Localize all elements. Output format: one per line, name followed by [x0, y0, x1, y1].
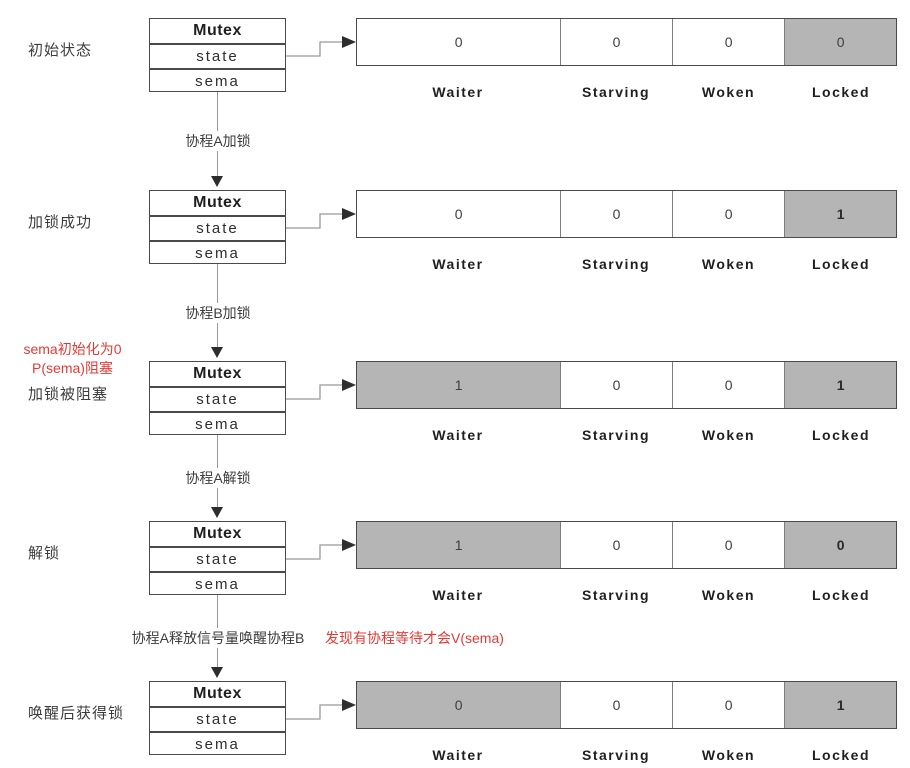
- mutex-title: Mutex: [193, 685, 242, 702]
- state-cell-starving: 0: [560, 522, 672, 568]
- column-label-waiter: Waiter: [432, 84, 484, 100]
- transition-annotation: 发现有协程等待才会V(sema): [325, 630, 504, 646]
- column-label-locked: Locked: [811, 256, 870, 272]
- connector-arrow-icon: [286, 36, 356, 57]
- connector-arrow-icon: [286, 379, 356, 400]
- annotation-note-line: P(sema)阻塞: [32, 360, 113, 376]
- state-cell-waiter: 0: [454, 34, 463, 50]
- state-to-table-arrow: [280, 697, 360, 725]
- mutex-title: Mutex: [193, 525, 242, 542]
- mutex-field-state: state: [150, 386, 285, 411]
- annotation-note-line: sema初始化为0: [23, 341, 122, 357]
- arrow-down-icon: [211, 176, 223, 187]
- mutex-field-state: state: [150, 43, 285, 68]
- state-cell-locked: 0: [784, 522, 896, 568]
- column-label-starving: Starving: [581, 256, 650, 272]
- state-to-table-arrow: [280, 206, 360, 234]
- mutex-title: Mutex: [193, 194, 242, 211]
- state-to-table-arrow: [280, 377, 360, 405]
- state-cell-woken: 0: [671, 522, 785, 568]
- state-cell-woken: 0: [671, 682, 785, 728]
- transition-label: 协程A解锁: [181, 468, 255, 488]
- mutex-title: Mutex: [193, 365, 242, 382]
- mutex-field-state: state: [150, 546, 285, 571]
- row-label: 初始状态: [28, 42, 93, 59]
- row-label: 加锁成功: [28, 214, 93, 231]
- column-label-waiter: Waiter: [432, 256, 484, 272]
- column-label-waiter: Waiter: [432, 747, 484, 763]
- state-cell-starving: 0: [560, 19, 672, 65]
- column-label-woken: Woken: [701, 256, 756, 272]
- column-label-locked: Locked: [811, 587, 870, 603]
- column-label-starving: Starving: [581, 747, 650, 763]
- state-cell-woken: 0: [671, 362, 785, 408]
- arrow-down-icon: [211, 667, 223, 678]
- state-cell-waiter: 1: [357, 522, 561, 568]
- state-cell-locked: 1: [784, 191, 896, 237]
- row-label: 解锁: [28, 545, 61, 562]
- state-cell-waiter: 0: [357, 682, 561, 728]
- state-cell-starving: 0: [560, 362, 672, 408]
- column-label-starving: Starving: [581, 84, 650, 100]
- connector-arrow-icon: [286, 699, 356, 720]
- row-label: 唤醒后获得锁: [28, 705, 125, 722]
- column-label-woken: Woken: [701, 587, 756, 603]
- state-cell-waiter: 1: [357, 362, 561, 408]
- column-label-locked: Locked: [811, 747, 870, 763]
- mutex-field-sema: sema: [150, 411, 285, 436]
- mutex-field-sema: sema: [150, 240, 285, 265]
- column-label-waiter: Waiter: [432, 587, 484, 603]
- mutex-field-sema: sema: [150, 571, 285, 596]
- mutex-title: Mutex: [193, 22, 242, 39]
- state-cell-locked: 1: [784, 362, 896, 408]
- state-to-table-arrow: [280, 537, 360, 565]
- arrow-down-icon: [211, 507, 223, 518]
- state-cell-locked: 1: [784, 682, 896, 728]
- state-cell-woken: 0: [671, 191, 785, 237]
- state-cell-locked: 0: [784, 19, 896, 65]
- mutex-field-state: state: [150, 706, 285, 731]
- column-label-locked: Locked: [811, 427, 870, 443]
- column-label-woken: Woken: [701, 747, 756, 763]
- column-label-woken: Woken: [701, 84, 756, 100]
- column-label-woken: Woken: [701, 427, 756, 443]
- column-label-locked: Locked: [811, 84, 870, 100]
- state-cell-waiter: 0: [454, 206, 463, 222]
- transition-label: 协程A加锁: [181, 131, 255, 151]
- row-label: 加锁被阻塞: [28, 386, 109, 403]
- column-label-waiter: Waiter: [432, 427, 484, 443]
- column-label-starving: Starving: [581, 587, 650, 603]
- mutex-field-sema: sema: [150, 68, 285, 93]
- state-cell-woken: 0: [671, 19, 785, 65]
- column-label-starving: Starving: [581, 427, 650, 443]
- state-cell-starving: 0: [560, 682, 672, 728]
- state-to-table-arrow: [280, 34, 360, 62]
- state-cell-starving: 0: [560, 191, 672, 237]
- transition-label: 协程A释放信号量唤醒协程B: [127, 628, 309, 648]
- connector-arrow-icon: [286, 539, 356, 560]
- mutex-field-sema: sema: [150, 731, 285, 756]
- connector-arrow-icon: [286, 208, 356, 229]
- transition-label: 协程B加锁: [181, 302, 255, 323]
- arrow-down-icon: [211, 347, 223, 358]
- mutex-field-state: state: [150, 215, 285, 240]
